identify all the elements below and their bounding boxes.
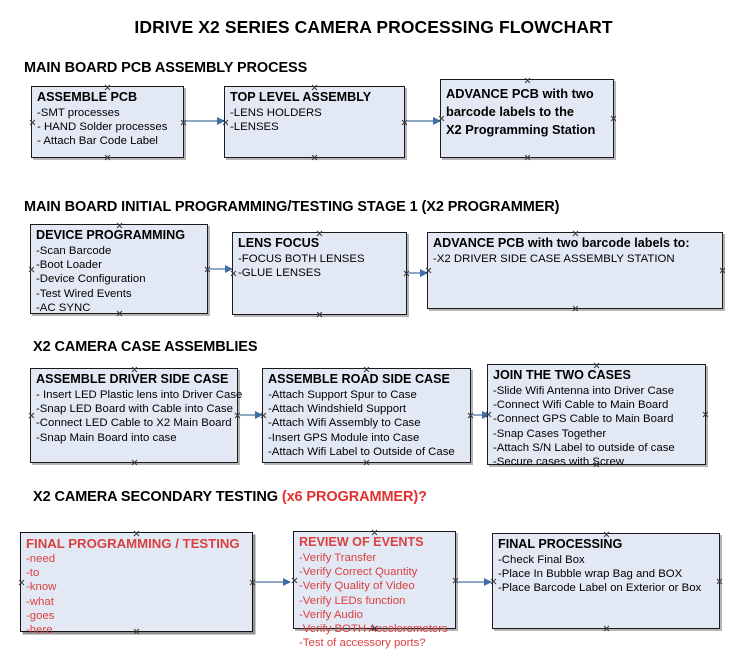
node-review-of-events[interactable]: REVIEW OF EVENTS -Verify Transfer -Verif… bbox=[293, 531, 456, 649]
connector-handle-bottom-icon bbox=[524, 154, 531, 161]
node-line: -Verify LEDs function bbox=[299, 594, 406, 607]
arrow-driver-to-road bbox=[240, 410, 263, 419]
node-line: -Boot Loader bbox=[36, 259, 102, 272]
node-line: -Slide Wifi Antenna into Driver Case bbox=[493, 385, 675, 397]
node-line: -GLUE LENSES bbox=[238, 267, 321, 280]
arrow-final-prog-to-review bbox=[255, 577, 291, 586]
connector-handle-bottom-icon bbox=[603, 625, 610, 632]
node-line: barcode labels to the bbox=[446, 104, 575, 119]
node-line: X2 Programming Station bbox=[446, 122, 596, 137]
node-line: -Snap Main Board into case bbox=[36, 431, 177, 444]
node-assemble-driver-side-case[interactable]: ASSEMBLE DRIVER SIDE CASE - Insert LED P… bbox=[30, 368, 243, 466]
section-heading-4-text: X2 CAMERA SECONDARY TESTING bbox=[33, 489, 282, 505]
node-line: -Check Final Box bbox=[498, 554, 585, 566]
node-line: -Attach Wifi Label to Outside of Case bbox=[268, 445, 455, 458]
node-title: LENS FOCUS bbox=[238, 236, 320, 250]
node-line: -Verify BOTH Accelerometers bbox=[299, 623, 448, 636]
arrow-road-to-join bbox=[473, 410, 490, 419]
node-line: -goes bbox=[26, 609, 55, 622]
node-title: FINAL PROGRAMMING / TESTING bbox=[26, 536, 240, 551]
node-line: -X2 DRIVER SIDE CASE ASSEMBLY STATION bbox=[433, 253, 675, 265]
section-heading-1: MAIN BOARD PCB ASSEMBLY PROCESS bbox=[24, 60, 308, 76]
connector-handle-bottom-icon bbox=[572, 305, 579, 312]
node-line: -need bbox=[26, 553, 56, 565]
connector-handle-bottom-icon bbox=[131, 459, 138, 466]
node-line: -Verify Quality of Video bbox=[299, 580, 415, 593]
node-line: -know bbox=[26, 581, 57, 594]
node-lens-focus[interactable]: LENS FOCUS -FOCUS BOTH LENSES -GLUE LENS… bbox=[232, 232, 407, 315]
node-line: -Insert GPS Module into Case bbox=[268, 431, 420, 444]
node-advance-pcb-driver-side[interactable]: ADVANCE PCB with two barcode labels to: … bbox=[427, 232, 723, 309]
node-line: -what bbox=[26, 595, 54, 608]
node-line: -SMT processes bbox=[37, 107, 120, 119]
node-advance-pcb-station[interactable]: ADVANCE PCB with two barcode labels to t… bbox=[440, 79, 614, 158]
connector-handle-bottom-icon bbox=[316, 311, 323, 318]
node-title: ASSEMBLE DRIVER SIDE CASE bbox=[36, 372, 229, 386]
section-heading-3: X2 CAMERA CASE ASSEMBLIES bbox=[33, 339, 258, 355]
section-heading-2: MAIN BOARD INITIAL PROGRAMMING/TESTING S… bbox=[24, 199, 560, 215]
node-line: -Attach Windshield Support bbox=[268, 403, 407, 416]
node-join-two-cases[interactable]: JOIN THE TWO CASES -Slide Wifi Antenna i… bbox=[487, 364, 706, 468]
node-line: -LENSES bbox=[230, 121, 279, 134]
node-device-programming[interactable]: DEVICE PROGRAMMING -Scan Barcode -Boot L… bbox=[30, 224, 208, 314]
node-title: ASSEMBLE PCB bbox=[37, 90, 138, 104]
page-title: IDRIVE X2 SERIES CAMERA PROCESSING FLOWC… bbox=[134, 17, 613, 37]
node-final-programming-testing[interactable]: FINAL PROGRAMMING / TESTING -need -to -k… bbox=[20, 532, 253, 636]
node-line: -Verify Correct Quantity bbox=[299, 566, 418, 579]
node-line: -Test Wired Events bbox=[36, 287, 132, 300]
node-line: -Attach Wifi Assembly to Case bbox=[268, 417, 421, 430]
connector-handle-bottom-icon bbox=[311, 154, 318, 161]
arrow-lensfocus-to-advance2 bbox=[409, 268, 428, 277]
node-line: -Place In Bubble wrap Bag and BOX bbox=[498, 568, 683, 581]
node-assemble-road-side-case[interactable]: ASSEMBLE ROAD SIDE CASE -Attach Support … bbox=[262, 368, 471, 463]
node-line: -FOCUS BOTH LENSES bbox=[238, 253, 365, 265]
node-line: - Attach Bar Code Label bbox=[37, 135, 158, 148]
node-line-overflow: -Test of accessory ports? bbox=[299, 637, 426, 650]
node-line: -to bbox=[26, 567, 40, 580]
section-heading-4-accent: (x6 PROGRAMMER)? bbox=[281, 489, 427, 505]
node-title: REVIEW OF EVENTS bbox=[299, 535, 424, 549]
node-line: -Attach S/N Label to outside of case bbox=[493, 441, 675, 454]
node-line: -LENS HOLDERS bbox=[230, 107, 322, 119]
node-title: JOIN THE TWO CASES bbox=[493, 368, 631, 382]
node-title: TOP LEVEL ASSEMBLY bbox=[230, 90, 372, 104]
node-title: ADVANCE PCB with two barcode labels to: bbox=[433, 236, 690, 250]
node-line: -Verify Transfer bbox=[299, 552, 377, 564]
node-line: -Connect GPS Cable to Main Board bbox=[493, 413, 674, 426]
arrow-toplevel-to-advance bbox=[407, 116, 441, 125]
node-line: - HAND Solder processes bbox=[37, 121, 168, 134]
node-top-level-assembly[interactable]: TOP LEVEL ASSEMBLY -LENS HOLDERS -LENSES bbox=[224, 86, 405, 158]
node-line: -Verify Audio bbox=[299, 608, 363, 621]
node-line: -Scan Barcode bbox=[36, 245, 112, 257]
arrow-pcb-to-toplevel bbox=[186, 116, 225, 125]
node-final-processing[interactable]: FINAL PROCESSING -Check Final Box -Place… bbox=[492, 533, 720, 629]
node-title: ADVANCE PCB with two bbox=[446, 86, 594, 101]
arrow-review-to-final-processing bbox=[458, 577, 492, 586]
node-title: ASSEMBLE ROAD SIDE CASE bbox=[268, 372, 450, 386]
arrow-device-to-lensfocus bbox=[210, 264, 233, 273]
node-line: -Connect Wifi Cable to Main Board bbox=[493, 399, 669, 412]
node-line: -Snap LED Board with Cable into Case bbox=[36, 403, 233, 416]
node-line: -Connect LED Cable to X2 Main Board bbox=[36, 417, 232, 430]
node-line: -Secure cases with Screw bbox=[493, 456, 625, 469]
node-line: -Device Configuration bbox=[36, 273, 146, 286]
section-heading-4: X2 CAMERA SECONDARY TESTING (x6 PROGRAMM… bbox=[33, 489, 427, 505]
node-line: -Place Barcode Label on Exterior or Box bbox=[498, 582, 702, 595]
node-line: - Insert LED Plastic lens into Driver Ca… bbox=[36, 389, 243, 401]
node-assemble-pcb[interactable]: ASSEMBLE PCB -SMT processes - HAND Solde… bbox=[31, 86, 184, 158]
node-title: DEVICE PROGRAMMING bbox=[36, 228, 186, 242]
node-line: -Attach Support Spur to Case bbox=[268, 389, 417, 401]
node-line: -here bbox=[26, 624, 53, 637]
node-title: FINAL PROCESSING bbox=[498, 537, 623, 551]
node-line: -AC SYNC bbox=[36, 301, 91, 314]
node-line: -Snap Cases Together bbox=[493, 427, 607, 440]
connector-handle-bottom-icon bbox=[104, 154, 111, 161]
